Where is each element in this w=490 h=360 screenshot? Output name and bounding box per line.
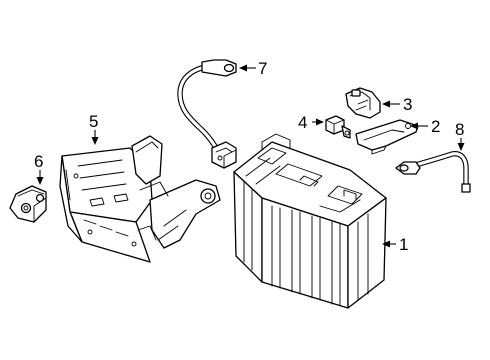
arrowhead-3	[382, 100, 390, 108]
callout-5: 5	[89, 112, 98, 131]
arrowhead-4	[316, 118, 324, 126]
callout-3: 3	[403, 95, 412, 114]
arrowhead-7	[239, 64, 247, 72]
callout-2: 2	[431, 117, 440, 136]
callout-1: 1	[399, 235, 408, 254]
arrowhead-6	[36, 177, 44, 185]
callout-8: 8	[455, 120, 464, 139]
callout-4: 4	[298, 113, 307, 132]
arrowhead-5	[91, 137, 99, 145]
arrowhead-8	[457, 143, 465, 151]
terminal-clamp	[345, 87, 381, 119]
arrowhead-1	[382, 240, 390, 248]
sensor	[325, 115, 351, 139]
terminal-cover	[355, 119, 419, 155]
arrowhead-2	[410, 122, 418, 130]
callout-7: 7	[258, 59, 267, 78]
ground-cable	[177, 59, 237, 169]
positive-cable	[395, 151, 471, 193]
callout-6: 6	[34, 152, 43, 171]
mounting-bracket	[9, 185, 47, 223]
battery-tray	[59, 135, 221, 263]
battery	[233, 133, 387, 309]
